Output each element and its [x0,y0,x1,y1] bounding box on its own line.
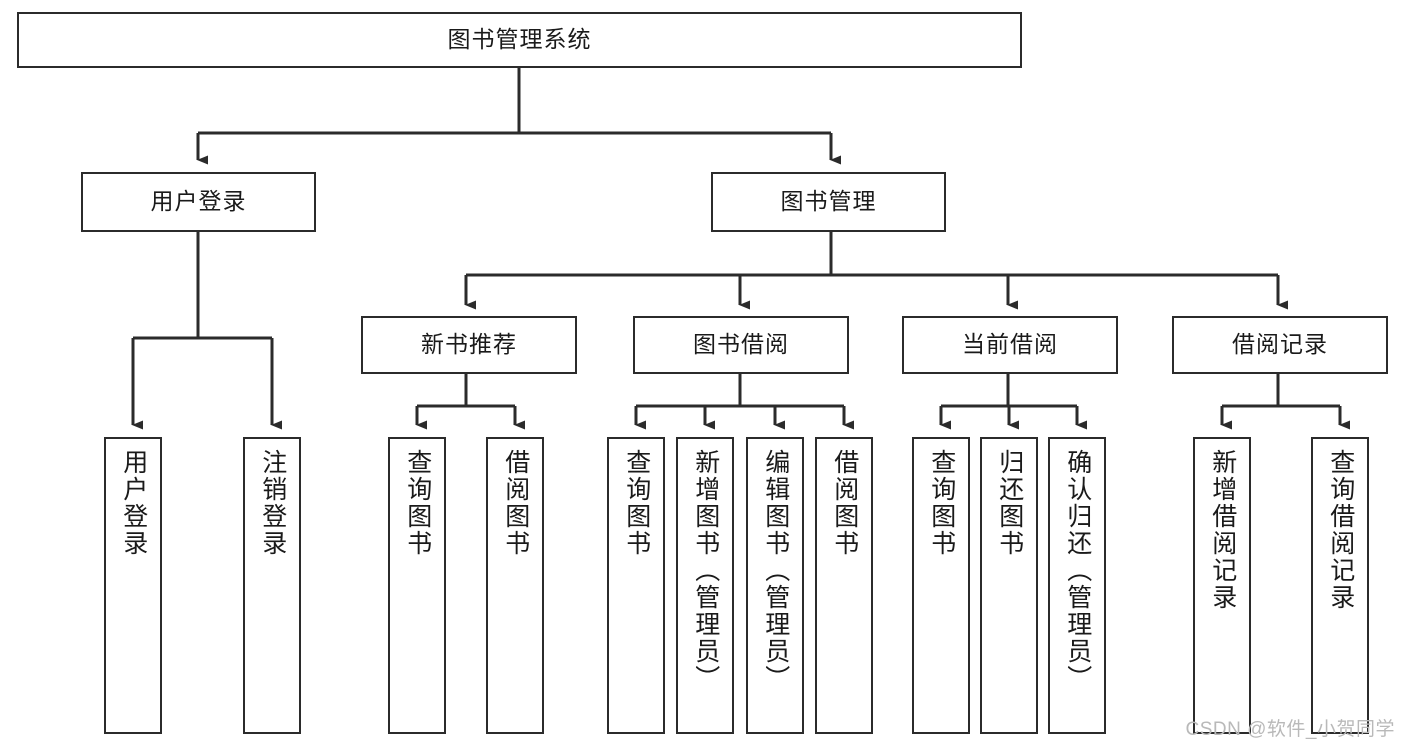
node-user-login[interactable]: 用户登录 [81,172,316,232]
node-book-management-label: 图书管理 [780,188,877,215]
leaf-borrow-query-label: 查询图书 [622,449,651,557]
leaf-records-query[interactable]: 查询借阅记录 [1311,437,1369,734]
leaf-newbook-query-label: 查询图书 [403,449,432,557]
node-root-label: 图书管理系统 [447,26,592,53]
leaf-borrow-add-book[interactable]: 新增图书（管理员） [676,437,734,734]
leaf-current-return-label: 归还图书 [995,449,1024,557]
node-current-borrow[interactable]: 当前借阅 [902,316,1118,374]
leaf-current-query-label: 查询图书 [927,449,956,557]
leaf-records-query-label: 查询借阅记录 [1326,449,1355,611]
leaf-current-return[interactable]: 归还图书 [980,437,1038,734]
leaf-newbook-borrow[interactable]: 借阅图书 [486,437,544,734]
leaf-borrow-query[interactable]: 查询图书 [607,437,665,734]
leaf-user-login-label: 用户登录 [119,449,148,557]
leaf-logout[interactable]: 注销登录 [243,437,301,734]
node-new-book-recommend-label: 新书推荐 [421,331,517,358]
node-book-borrow[interactable]: 图书借阅 [633,316,849,374]
node-user-login-label: 用户登录 [150,188,247,215]
leaf-records-add-label: 新增借阅记录 [1208,449,1237,611]
leaf-records-add[interactable]: 新增借阅记录 [1193,437,1251,734]
leaf-borrow-add-book-label: 新增图书（管理员） [691,449,720,692]
node-borrow-records-label: 借阅记录 [1232,331,1328,358]
leaf-newbook-query[interactable]: 查询图书 [388,437,446,734]
node-book-borrow-label: 图书借阅 [693,331,789,358]
leaf-borrow-book[interactable]: 借阅图书 [815,437,873,734]
node-root[interactable]: 图书管理系统 [17,12,1022,68]
node-borrow-records[interactable]: 借阅记录 [1172,316,1388,374]
node-book-management[interactable]: 图书管理 [711,172,946,232]
leaf-current-query[interactable]: 查询图书 [912,437,970,734]
csdn-watermark: CSDN @软件_小贺同学 [1185,719,1395,740]
leaf-user-login[interactable]: 用户登录 [104,437,162,734]
leaf-current-confirm-return[interactable]: 确认归还（管理员） [1048,437,1106,734]
leaf-newbook-borrow-label: 借阅图书 [501,449,530,557]
node-new-book-recommend[interactable]: 新书推荐 [361,316,577,374]
node-current-borrow-label: 当前借阅 [962,331,1058,358]
leaf-borrow-book-label: 借阅图书 [830,449,859,557]
leaf-borrow-edit-book-label: 编辑图书（管理员） [761,449,790,692]
leaf-borrow-edit-book[interactable]: 编辑图书（管理员） [746,437,804,734]
leaf-current-confirm-return-label: 确认归还（管理员） [1063,449,1092,692]
leaf-logout-label: 注销登录 [258,449,287,557]
